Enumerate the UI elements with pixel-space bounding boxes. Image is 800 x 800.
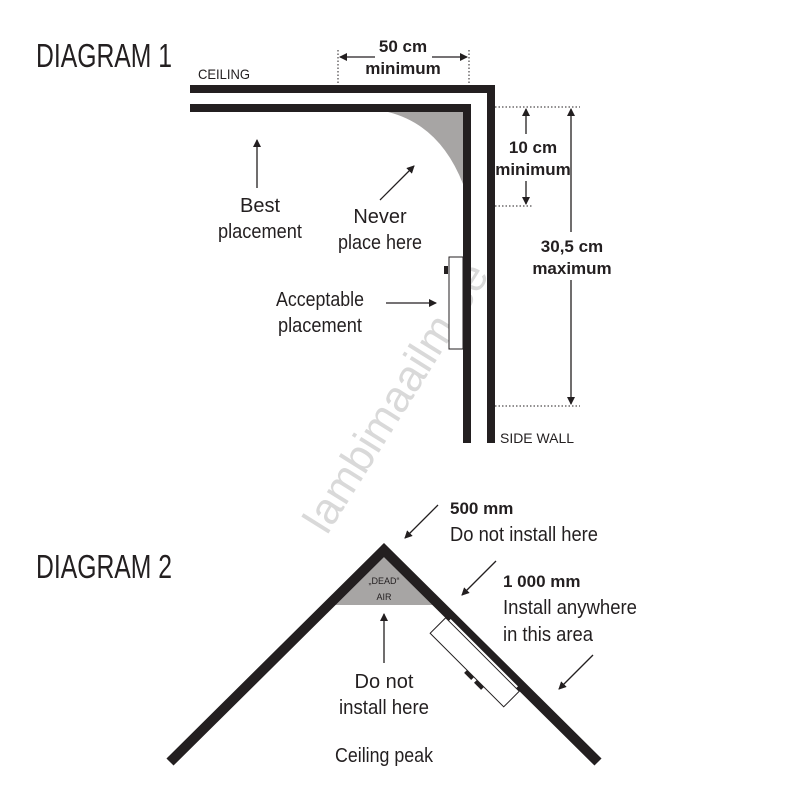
- best-label: placement: [218, 221, 302, 243]
- never-arrow: [379, 165, 415, 201]
- ceiling-label: CEILING: [198, 66, 250, 82]
- acceptable-label: placement: [278, 315, 362, 337]
- ceiling-peak-roof: [166, 542, 602, 766]
- best-label: Best: [240, 195, 280, 217]
- diagram2-title: DIAGRAM 2: [36, 548, 172, 585]
- never-label: Never: [353, 206, 407, 228]
- dim-short-note: minimum: [495, 160, 571, 179]
- dead-air-zone: [333, 556, 435, 605]
- never-label: place here: [338, 232, 422, 254]
- zone-1000-note: Install anywhere: [503, 597, 637, 619]
- dim-long-note: maximum: [532, 259, 611, 278]
- dead-air-label: AIR: [376, 592, 392, 602]
- outer-ceiling-wall: [190, 85, 495, 443]
- dim-long-value: 30,5 cm: [541, 237, 603, 256]
- inner-ceiling-wall: [190, 104, 471, 443]
- dim-top-note: minimum: [365, 59, 441, 78]
- zone-500-note: Do not install here: [450, 524, 598, 546]
- zone-1000-value: 1 000 mm: [503, 572, 581, 591]
- acceptable-label: Acceptable: [276, 289, 364, 311]
- zone-500-value: 500 mm: [450, 499, 513, 518]
- dim-top-value: 50 cm: [379, 37, 427, 56]
- do-not-label: install here: [339, 697, 429, 719]
- heater-knob: [444, 266, 448, 274]
- heater-ceiling: [429, 617, 520, 708]
- zone-1000-arrow: [461, 560, 497, 596]
- zone-1000-note: in this area: [503, 624, 594, 646]
- dead-air-label: „DEAD“: [369, 576, 400, 586]
- ceiling-peak-label: Ceiling peak: [335, 745, 434, 767]
- zone-500-arrow: [404, 504, 439, 539]
- dim-short-value: 10 cm: [509, 138, 557, 157]
- side-wall-label: SIDE WALL: [500, 430, 574, 446]
- do-not-label: Do not: [355, 671, 414, 693]
- install-area-arrow: [558, 654, 594, 690]
- diagram1-title: DIAGRAM 1: [36, 37, 172, 74]
- never-place-zone: [388, 112, 463, 184]
- heater-wall: [448, 256, 464, 350]
